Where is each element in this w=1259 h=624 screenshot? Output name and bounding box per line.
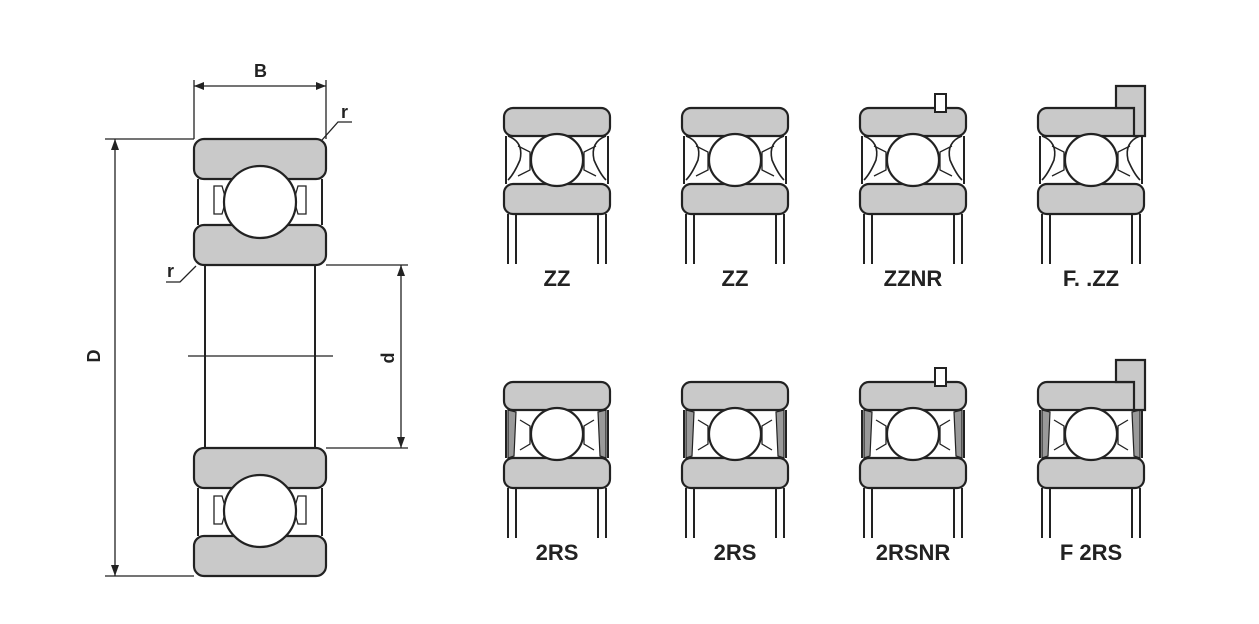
variant-label: 2RS	[536, 540, 579, 565]
radius-label-left: r	[167, 261, 174, 281]
variant-8: F 2RS	[1036, 358, 1147, 565]
flange	[1114, 84, 1147, 138]
variant-7: 2RSNR	[858, 367, 968, 565]
variant-1: ZZ	[502, 106, 612, 291]
variant-5: 2RS	[502, 380, 612, 565]
variant-label: 2RS	[714, 540, 757, 565]
radius-label-top: r	[341, 102, 348, 122]
variant-4: F. .ZZ	[1036, 84, 1147, 291]
variant-label: ZZNR	[884, 266, 943, 291]
variant-label: F 2RS	[1060, 540, 1122, 565]
variant-label: 2RSNR	[876, 540, 951, 565]
flange	[1114, 358, 1147, 412]
variant-3: ZZNR	[858, 93, 968, 291]
main-cross-section: B D d r r	[84, 61, 408, 578]
variant-grid: ZZ ZZ ZZNR F. .ZZ 2RS 2RS 2RSNR F 2RS	[502, 84, 1147, 565]
variant-6: 2RS	[680, 380, 790, 565]
variant-label: F. .ZZ	[1063, 266, 1119, 291]
variant-2: ZZ	[680, 106, 790, 291]
snap-ring	[934, 367, 947, 387]
ball-top	[222, 164, 298, 240]
dim-d-label: D	[84, 350, 104, 363]
variant-label: ZZ	[544, 266, 571, 291]
dim-b-label: B	[254, 61, 267, 81]
ball-bottom	[222, 473, 298, 549]
variant-label: ZZ	[722, 266, 749, 291]
dim-bore-label: d	[378, 353, 398, 364]
snap-ring	[934, 93, 947, 113]
